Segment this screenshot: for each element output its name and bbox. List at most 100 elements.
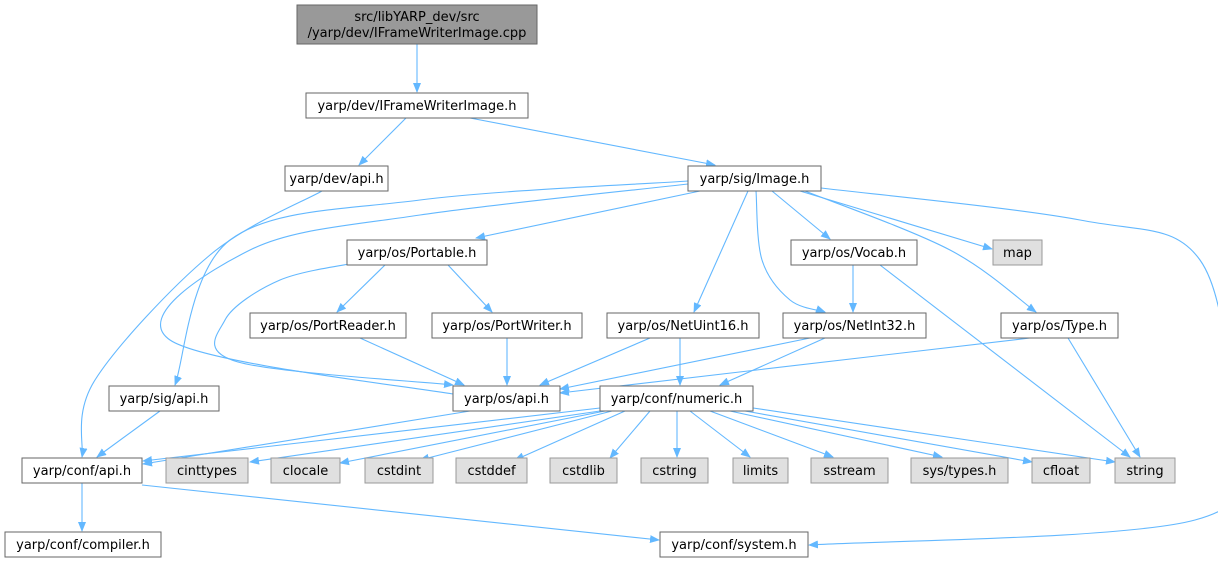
- edge-arrow: [96, 410, 161, 458]
- node-label: yarp/conf/system.h: [671, 538, 796, 553]
- edge-arrow: [755, 190, 826, 313]
- node-box: [606, 312, 760, 339]
- node-compiler[interactable]: yarp/conf/compiler.h: [4, 531, 162, 558]
- node-label: yarp/os/PortReader.h: [260, 319, 396, 334]
- edge-numeric-to-clocale: [339, 410, 606, 466]
- edge-arrow: [358, 117, 407, 166]
- node-netint32[interactable]: yarp/os/NetInt32.h: [782, 312, 927, 339]
- edge-arrow: [160, 183, 689, 399]
- node-label: cfloat: [1043, 464, 1079, 479]
- node-osapi[interactable]: yarp/os/api.h: [452, 385, 561, 412]
- node-cstdint: cstdint: [364, 457, 434, 484]
- edge-sigimage-to-netint32: [755, 190, 826, 313]
- node-box: [782, 312, 927, 339]
- edge-arrow: [419, 410, 613, 462]
- node-portable[interactable]: yarp/os/Portable.h: [346, 239, 488, 266]
- edge-arrow: [249, 410, 601, 465]
- edge-devapi-to-confapi: [79, 190, 323, 458]
- node-box: [452, 385, 561, 412]
- node-box: [455, 457, 528, 484]
- node-systypes: sys/types.h: [910, 457, 1009, 484]
- edge-confapi-to-system: [141, 484, 660, 544]
- node-box: [640, 457, 709, 484]
- node-box: [732, 457, 789, 484]
- edge-arrow: [79, 190, 323, 458]
- node-ifwi[interactable]: yarp/dev/IFrameWriterImage.h: [305, 92, 529, 119]
- edge-arrow: [719, 337, 826, 386]
- node-label: cstddef: [467, 464, 516, 479]
- node-label: yarp/os/Vocab.h: [802, 246, 906, 261]
- edge-numeric-to-string: [752, 407, 1116, 465]
- node-label: yarp/sig/Image.h: [700, 172, 810, 187]
- node-cstdlib: cstdlib: [549, 457, 618, 484]
- node-box: [270, 457, 341, 484]
- node-numeric[interactable]: yarp/conf/numeric.h: [599, 385, 754, 412]
- edge-arrow: [559, 337, 1031, 396]
- node-label: yarp/sig/api.h: [120, 392, 209, 407]
- edge-portable-to-portreader: [336, 264, 386, 313]
- edge-ifwi-to-sigimage: [469, 117, 716, 168]
- node-label: yarp/os/NetInt32.h: [794, 319, 916, 334]
- node-box: [4, 531, 162, 558]
- node-box: [21, 457, 143, 484]
- node-system[interactable]: yarp/conf/system.h: [659, 531, 809, 558]
- node-label: src/libYARP_dev/src: [354, 10, 479, 25]
- node-root[interactable]: src/libYARP_dev/src/yarp/dev/IFrameWrite…: [296, 4, 538, 45]
- node-portreader[interactable]: yarp/os/PortReader.h: [249, 312, 407, 339]
- node-label: /yarp/dev/IFrameWriterImage.cpp: [308, 26, 527, 41]
- node-box: [305, 92, 529, 119]
- node-cinttypes: cinttypes: [165, 457, 249, 484]
- node-box: [910, 457, 1009, 484]
- edge-portreader-to-osapi: [359, 337, 465, 386]
- nodes: src/libYARP_dev/src/yarp/dev/IFrameWrite…: [4, 4, 1176, 558]
- node-label: sys/types.h: [923, 464, 997, 479]
- node-portwriter[interactable]: yarp/os/PortWriter.h: [431, 312, 583, 339]
- edge-ifwi-to-devapi: [358, 117, 407, 166]
- edge-numeric-to-sstream: [709, 410, 834, 458]
- edge-vocab-to-string: [879, 264, 1131, 458]
- node-box: [659, 531, 809, 558]
- edge-arrow: [141, 484, 660, 544]
- edge-arrow: [1067, 337, 1141, 458]
- node-label: yarp/dev/api.h: [289, 172, 383, 187]
- node-box: [165, 457, 249, 484]
- node-sigimage[interactable]: yarp/sig/Image.h: [687, 165, 822, 192]
- edge-ostype-to-string: [1067, 337, 1141, 458]
- node-cstddef: cstddef: [455, 457, 528, 484]
- node-label: yarp/os/api.h: [464, 392, 549, 407]
- node-box: [687, 165, 822, 192]
- edge-sigimage-to-portable: [475, 190, 701, 241]
- edge-arrow: [339, 410, 606, 466]
- node-box: [431, 312, 583, 339]
- node-cstring: cstring: [640, 457, 709, 484]
- edge-arrow: [447, 264, 493, 313]
- edge-arrow: [336, 264, 386, 313]
- node-sigapi[interactable]: yarp/sig/api.h: [108, 385, 220, 412]
- edge-arrow: [142, 407, 601, 464]
- node-label: clocale: [283, 464, 328, 479]
- node-label: string: [1126, 464, 1163, 479]
- edge-sigimage-to-ostype: [804, 190, 1037, 313]
- edge-arrow: [475, 190, 701, 241]
- edge-numeric-to-cstdint: [419, 410, 613, 462]
- edge-portable-to-osapi: [214, 261, 454, 389]
- node-ostype[interactable]: yarp/os/Type.h: [1000, 312, 1119, 339]
- node-devapi[interactable]: yarp/dev/api.h: [284, 165, 389, 192]
- node-label: cstdlib: [562, 464, 605, 479]
- edge-arrow: [359, 337, 465, 386]
- node-label: yarp/conf/compiler.h: [16, 538, 150, 553]
- edge-sigapi-to-confapi: [96, 410, 161, 458]
- node-limits: limits: [732, 457, 789, 484]
- node-netuint16[interactable]: yarp/os/NetUint16.h: [606, 312, 760, 339]
- edge-sigimage-to-sigapi: [174, 180, 689, 386]
- edge-sigimage-to-vocab: [771, 190, 831, 240]
- node-label: sstream: [823, 464, 875, 479]
- node-label: yarp/os/NetUint16.h: [618, 319, 749, 334]
- node-string: string: [1114, 457, 1176, 484]
- edge-netuint16-to-osapi: [539, 337, 651, 386]
- node-vocab[interactable]: yarp/os/Vocab.h: [790, 239, 918, 266]
- node-box: [346, 239, 488, 266]
- node-confapi[interactable]: yarp/conf/api.h: [21, 457, 143, 484]
- edge-arrow: [693, 190, 749, 313]
